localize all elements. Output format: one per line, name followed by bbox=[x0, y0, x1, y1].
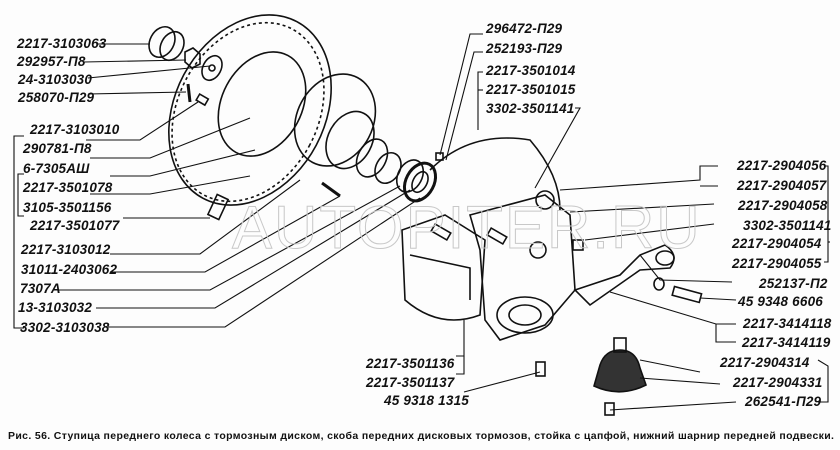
part-label: 13-3103032 bbox=[18, 300, 93, 315]
part-label: 2217-3103012 bbox=[21, 242, 111, 257]
part-label: 2217-3103010 bbox=[30, 122, 120, 137]
part-label: 3302-3501141 bbox=[743, 218, 832, 233]
hub-drawing bbox=[293, 73, 402, 185]
part-label: 2217-3501078 bbox=[23, 180, 113, 195]
part-label: 3302-3103038 bbox=[20, 320, 110, 335]
part-label: 3302-3501141 bbox=[486, 101, 575, 116]
part-label: 258070-П29 bbox=[18, 90, 95, 105]
part-label: 2217-3103063 bbox=[17, 36, 107, 51]
part-label: 2217-2904056 bbox=[737, 158, 827, 173]
part-label: 296472-П29 bbox=[486, 21, 563, 36]
part-label: 2217-3414119 bbox=[742, 335, 831, 350]
part-label: 2217-3501137 bbox=[366, 375, 455, 390]
part-label: 252137-П2 bbox=[759, 276, 828, 291]
part-label: 2217-3501015 bbox=[486, 82, 576, 97]
part-label: 2217-2904057 bbox=[737, 178, 827, 193]
part-label: 2217-2904054 bbox=[732, 236, 822, 251]
part-label: 45 9348 6606 bbox=[738, 294, 823, 309]
watermark: AUTOPITER.RU bbox=[232, 194, 702, 262]
part-label: 252193-П29 bbox=[486, 41, 563, 56]
part-label: 3105-3501156 bbox=[23, 200, 112, 215]
part-label: 2217-2904314 bbox=[720, 355, 810, 370]
figure-caption: Рис. 56. Ступица переднего колеса с торм… bbox=[8, 430, 835, 442]
part-label: 292957-П8 bbox=[17, 54, 86, 69]
part-label: 6-7305АШ bbox=[23, 161, 90, 176]
part-label: 2217-3414118 bbox=[743, 316, 832, 331]
brake-disc-drawing bbox=[168, 14, 332, 206]
part-label: 31011-2403062 bbox=[21, 262, 118, 277]
part-label: 7307А bbox=[20, 281, 61, 296]
part-label: 290781-П8 bbox=[23, 141, 92, 156]
part-label: 2217-3501077 bbox=[30, 218, 120, 233]
part-label: 262541-П29 bbox=[745, 394, 822, 409]
part-label: 2217-3501014 bbox=[486, 63, 576, 78]
part-label: 24-3103030 bbox=[18, 72, 93, 87]
part-label: 45 9318 1315 bbox=[384, 393, 469, 408]
part-label: 2217-3501136 bbox=[366, 356, 455, 371]
part-label: 2217-2904055 bbox=[732, 256, 822, 271]
part-label: 2217-2904331 bbox=[733, 375, 823, 390]
part-label: 2217-2904058 bbox=[738, 198, 828, 213]
